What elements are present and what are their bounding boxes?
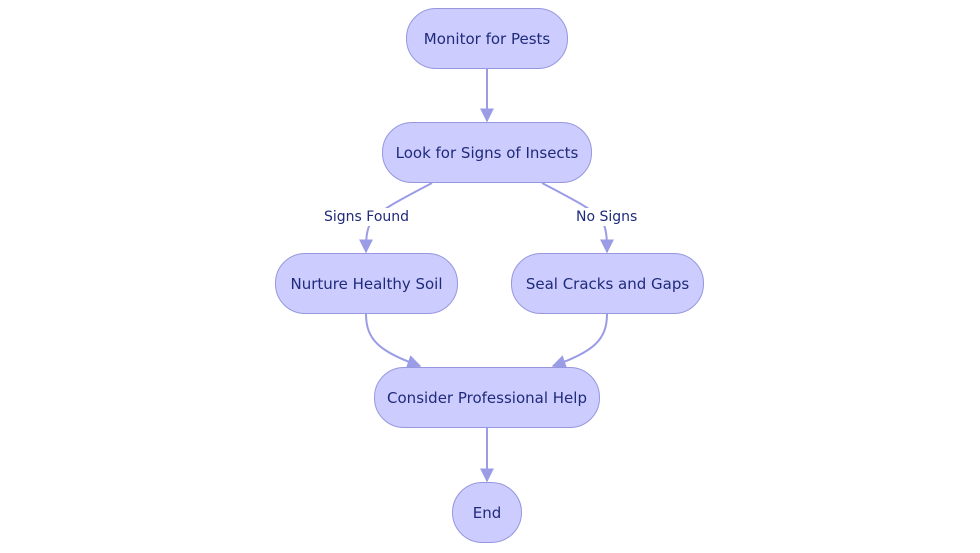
edge-label-no-signs: No Signs (574, 208, 640, 226)
node-seal-cracks-and-gaps[interactable]: Seal Cracks and Gaps (511, 253, 704, 314)
node-look-for-signs[interactable]: Look for Signs of Insects (382, 122, 592, 183)
node-nurture-healthy-soil[interactable]: Nurture Healthy Soil (275, 253, 458, 314)
edge-nurture-to-consider (365, 313, 422, 369)
node-label: Consider Professional Help (387, 388, 587, 407)
node-monitor-for-pests[interactable]: Monitor for Pests (406, 8, 568, 69)
edge-seal-to-consider (551, 313, 608, 369)
node-label: Seal Cracks and Gaps (525, 274, 690, 293)
node-label: Look for Signs of Insects (395, 143, 579, 162)
edge-label-signs-found: Signs Found (322, 208, 412, 226)
node-label: Nurture Healthy Soil (290, 274, 443, 293)
node-end[interactable]: End (452, 482, 522, 543)
node-label: Monitor for Pests (423, 29, 551, 48)
node-label: End (472, 503, 502, 522)
node-consider-professional-help[interactable]: Consider Professional Help (374, 367, 600, 428)
